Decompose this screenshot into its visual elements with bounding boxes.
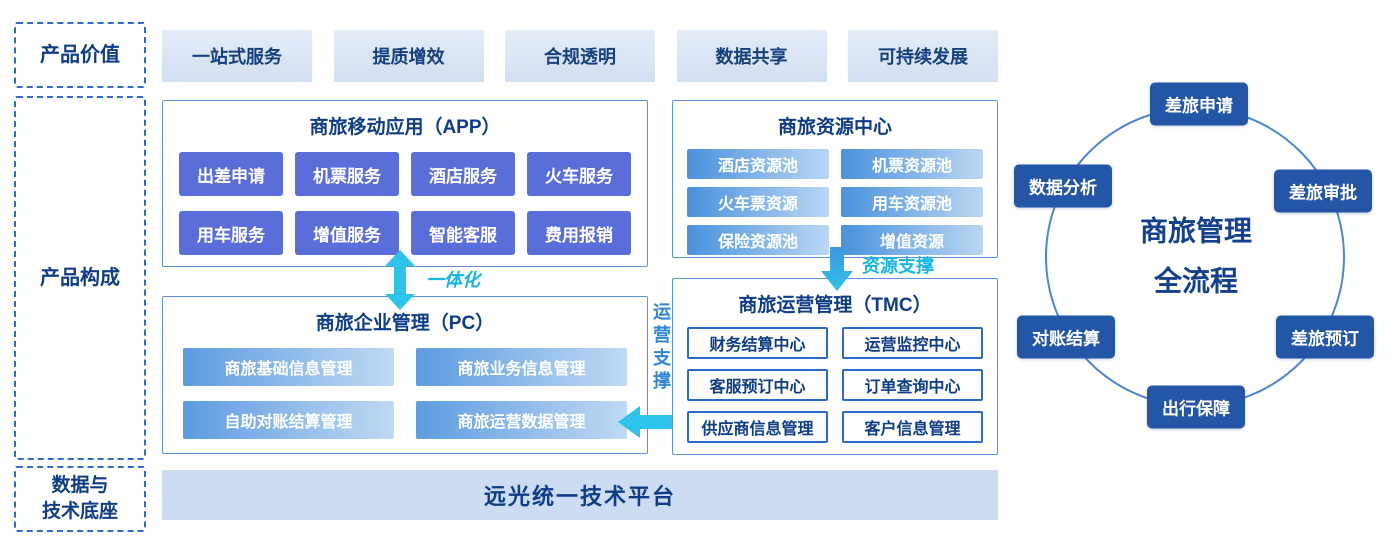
resource-support-arrow-icon [820,247,854,291]
panel-enterprise-pc: 商旅企业管理（PC） 商旅基础信息管理 商旅业务信息管理 自助对账结算管理 商旅… [162,296,648,454]
panel-enterprise-pc-title: 商旅企业管理（PC） [315,313,495,334]
resource-support-label: 资源支撑 [862,256,934,276]
cycle-center-line2: 全流程 [1153,266,1239,297]
panel-tmc-operation-title: 商旅运营管理（TMC） [738,295,932,316]
tmc-center-item: 订单查询中心 [842,369,983,401]
cycle-node-travel-approval: 差旅审批 [1274,169,1372,213]
panel-resource-center-title: 商旅资源中心 [777,117,892,138]
tmc-center-item: 财务结算中心 [687,327,828,359]
app-service-item: 费用报销 [527,211,631,255]
tmc-center-item: 供应商信息管理 [687,411,828,443]
resource-item: 用车资源池 [841,187,983,217]
pc-module-item: 自助对账结算管理 [183,401,394,439]
pc-module-item: 商旅基础信息管理 [183,348,394,386]
resource-item: 机票资源池 [841,149,983,179]
operation-support-label: 运营支撑 [651,302,671,394]
app-service-grid: 出差申请 机票服务 酒店服务 火车服务 用车服务 增值服务 智能客服 费用报销 [163,139,647,268]
cycle-center-line1: 商旅管理 [1139,215,1253,247]
tmc-center-grid: 财务结算中心 运营监控中心 客服预订中心 订单查询中心 供应商信息管理 客户信息… [673,317,997,453]
label-data-tech-base: 数据与 技术底座 [14,466,146,532]
app-service-item: 增值服务 [295,211,399,255]
value-item: 可持续发展 [848,30,998,82]
pc-module-grid: 商旅基础信息管理 商旅业务信息管理 自助对账结算管理 商旅运营数据管理 [163,335,647,452]
value-item: 合规透明 [505,30,655,82]
cycle-node-data-analysis: 数据分析 [1014,164,1112,208]
resource-item: 酒店资源池 [687,149,829,179]
tmc-center-item: 运营监控中心 [842,327,983,359]
cycle-node-travel-guarantee: 出行保障 [1147,385,1245,429]
app-service-item: 出差申请 [179,152,283,196]
app-service-item: 智能客服 [411,211,515,255]
resource-item: 增值资源 [841,225,983,255]
cycle-node-travel-booking: 差旅预订 [1276,315,1374,359]
platform-bar: 远光统一技术平台 [162,470,998,520]
panel-tmc-operation: 商旅运营管理（TMC） 财务结算中心 运营监控中心 客服预订中心 订单查询中心 … [672,278,998,455]
tmc-center-item: 客服预订中心 [687,369,828,401]
cycle-center-title: 商旅管理 全流程 [1140,207,1252,308]
app-service-item: 火车服务 [527,152,631,196]
resource-item: 保险资源池 [687,225,829,255]
app-service-item: 用车服务 [179,211,283,255]
panel-mobile-app-title: 商旅移动应用（APP） [309,117,501,138]
tmc-center-item: 客户信息管理 [842,411,983,443]
value-item: 一站式服务 [162,30,312,82]
cycle-node-reconciliation: 对账结算 [1017,315,1115,359]
integration-double-arrow-icon [382,250,418,310]
operation-support-arrow-icon [618,405,672,439]
panel-resource-center: 商旅资源中心 酒店资源池 机票资源池 火车票资源 用车资源池 保险资源池 增值资… [672,100,998,258]
integration-label: 一体化 [426,270,480,290]
app-service-item: 机票服务 [295,152,399,196]
label-product-value: 产品价值 [14,22,146,88]
value-item: 提质增效 [333,30,484,82]
cycle-node-travel-request: 差旅申请 [1150,82,1248,126]
resource-item: 火车票资源 [687,187,829,217]
resource-grid: 酒店资源池 机票资源池 火车票资源 用车资源池 保险资源池 增值资源 [673,139,997,265]
value-item: 数据共享 [676,30,827,82]
app-service-item: 酒店服务 [411,152,515,196]
product-value-row: 一站式服务 提质增效 合规透明 数据共享 可持续发展 [162,30,998,82]
label-product-composition: 产品构成 [14,96,146,460]
pc-module-item: 商旅业务信息管理 [416,348,627,386]
pc-module-item: 商旅运营数据管理 [416,401,627,439]
panel-mobile-app: 商旅移动应用（APP） 出差申请 机票服务 酒店服务 火车服务 用车服务 增值服… [162,100,648,267]
